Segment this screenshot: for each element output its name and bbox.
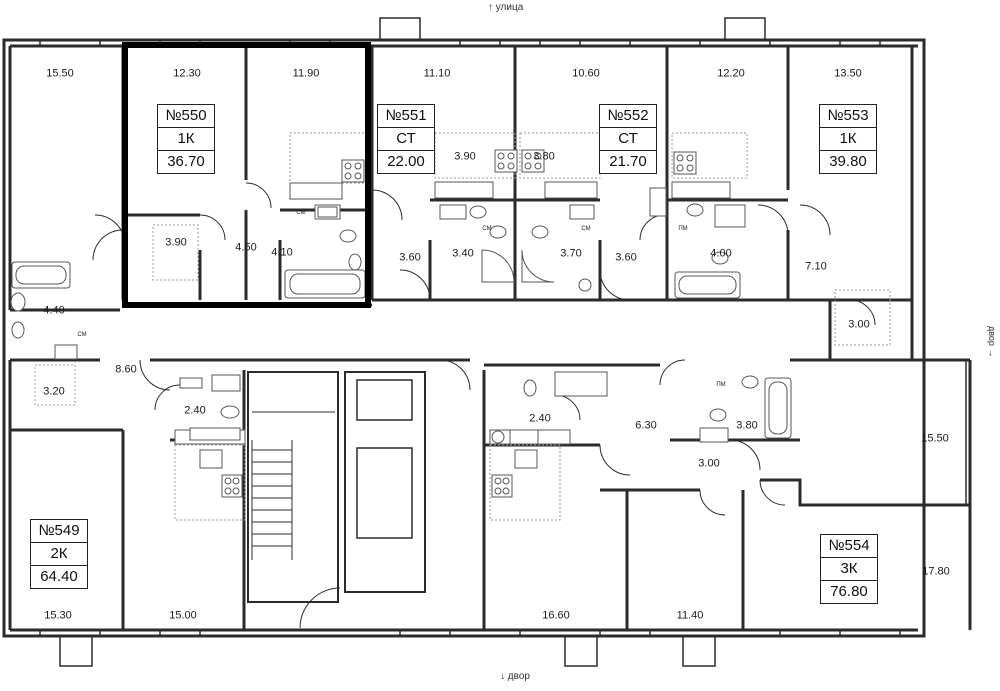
washing-machine-tag: СМ [296, 210, 306, 216]
room-area: 16.60 [542, 609, 570, 622]
dishwasher-tag: ПМ [678, 226, 688, 232]
room-area: 6.30 [635, 419, 657, 432]
room-area: 4.00 [710, 247, 732, 260]
apartment-area: 39.80 [820, 150, 876, 173]
apartment-type: 1К [820, 127, 876, 150]
room-area: 3.20 [43, 385, 65, 398]
room-area: 3.00 [848, 318, 870, 331]
apartment-area: 76.80 [821, 580, 877, 603]
apartment-badge-554[interactable]: №554 3К 76.80 [820, 534, 878, 604]
apartment-badge-552[interactable]: №552 СТ 21.70 [599, 104, 657, 174]
compass-top-label: улица [495, 2, 524, 13]
arrow-right-icon: → [987, 348, 997, 358]
apartment-type: 2К [31, 542, 87, 565]
room-area: 3.60 [399, 251, 421, 264]
apartment-area: 36.70 [158, 150, 214, 173]
room-area: 17.80 [922, 565, 950, 578]
room-area: 12.30 [173, 67, 201, 80]
kitchen-fixtures [174, 149, 731, 498]
selected-apartment-outline [122, 42, 371, 308]
apartment-badge-550[interactable]: №550 1К 36.70 [157, 104, 215, 174]
apartment-badge-553[interactable]: №553 1К 39.80 [819, 104, 877, 174]
washing-machine-tag: СМ [581, 226, 591, 232]
bathroom-fixtures [10, 187, 792, 445]
room-area: 4.40 [43, 304, 65, 317]
room-area: 3.60 [615, 251, 637, 264]
room-area: 3.80 [736, 419, 758, 432]
compass-right-label: двор [987, 326, 997, 346]
room-area: 3.80 [533, 150, 555, 163]
room-area: 12.20 [717, 67, 745, 80]
stairwell [247, 371, 426, 629]
washing-machine-tag: СМ [482, 226, 492, 232]
compass-right: двор → [987, 326, 997, 358]
apartment-badge-549[interactable]: №549 2К 64.40 [30, 519, 88, 589]
room-area: 4.10 [271, 246, 293, 259]
apartment-number: №550 [165, 107, 207, 124]
apartment-number: №551 [385, 107, 427, 124]
room-area: 3.00 [698, 457, 720, 470]
room-area: 2.40 [184, 404, 206, 417]
apartment-type: 3К [821, 557, 877, 580]
washing-machine-tag: СМ [77, 332, 87, 338]
apartment-area: 64.40 [31, 565, 87, 588]
compass-bottom: ↓ двор [500, 672, 530, 682]
apartment-area: 21.70 [600, 150, 656, 173]
apartment-number: №549 [38, 522, 80, 539]
apartment-badge-551[interactable]: №551 СТ 22.00 [377, 104, 435, 174]
room-area: 3.90 [165, 236, 187, 249]
room-area: 15.50 [921, 432, 949, 445]
apartment-number: №554 [828, 537, 870, 554]
apartment-number: №553 [827, 107, 869, 124]
room-area: 8.60 [115, 363, 137, 376]
compass-top: ↑ улица [488, 3, 523, 13]
room-area: 7.10 [805, 260, 827, 273]
room-area: 13.50 [834, 67, 862, 80]
room-area: 4.50 [235, 241, 257, 254]
arrow-down-icon: ↓ [500, 671, 505, 682]
room-area: 10.60 [572, 67, 600, 80]
room-area: 11.10 [423, 67, 451, 80]
apartment-type: СТ [378, 127, 434, 150]
room-area: 2.40 [529, 412, 551, 425]
apartment-type: СТ [600, 127, 656, 150]
room-area: 15.30 [44, 609, 72, 622]
room-area: 15.50 [46, 67, 74, 80]
room-area: 3.40 [452, 247, 474, 260]
apartment-type: 1К [158, 127, 214, 150]
room-area: 15.00 [169, 609, 197, 622]
arrow-up-icon: ↑ [488, 2, 493, 13]
compass-bottom-label: двор [507, 671, 530, 682]
room-area: 11.40 [676, 609, 704, 622]
dishwasher-tag: ПМ [716, 382, 726, 388]
room-area: 3.90 [454, 150, 476, 163]
room-area: 11.90 [292, 67, 320, 80]
apartment-area: 22.00 [378, 150, 434, 173]
room-area: 3.70 [560, 247, 582, 260]
apartment-number: №552 [607, 107, 649, 124]
